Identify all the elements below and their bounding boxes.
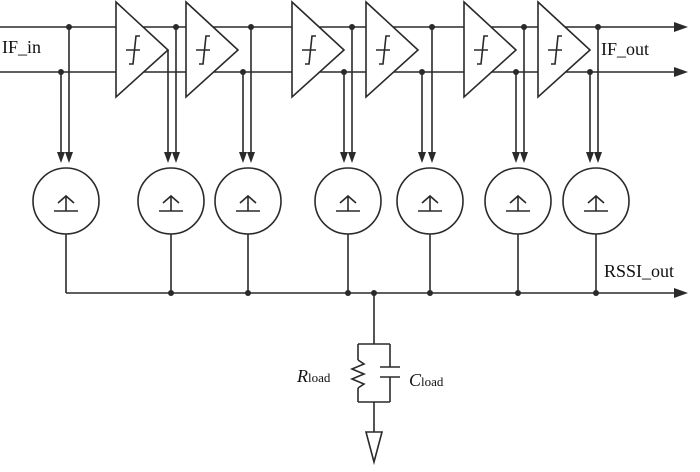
c-load-symbol: C	[409, 370, 422, 390]
c-load-label: Cload	[409, 371, 443, 389]
detector-4	[314, 167, 382, 235]
limiting-amplifier-3	[291, 0, 346, 99]
load-network	[349, 293, 400, 466]
detector-6	[484, 167, 552, 235]
limiter-symbol	[474, 35, 488, 65]
if-out-label: IF_out	[601, 39, 650, 59]
limiter-symbol	[302, 35, 316, 65]
limiting-amplifier-4	[365, 0, 420, 99]
limiter-symbol	[126, 35, 140, 65]
rssi-out-label: RSSI_out	[604, 261, 675, 281]
detector-3	[214, 167, 282, 235]
limiter-symbol	[548, 35, 562, 65]
detector-1	[32, 167, 100, 235]
if-in-label: IF_in	[2, 37, 42, 57]
if-out-bottom-arrowhead	[674, 67, 688, 77]
c-load-subscript: load	[421, 374, 444, 389]
detector-outputs	[65, 234, 599, 296]
limiting-amplifier-6	[537, 0, 592, 99]
detector-2	[137, 167, 205, 235]
limiting-amplifier-5	[463, 0, 518, 99]
ground-symbol	[364, 431, 384, 466]
limiting-amplifier-1	[115, 0, 170, 99]
r-load-subscript: load	[308, 370, 331, 385]
detector-taps	[57, 24, 602, 163]
r-load-label: Rload	[297, 367, 330, 385]
limiter-symbol	[196, 35, 210, 65]
limiter-symbol	[376, 35, 390, 65]
detector-7	[562, 167, 630, 235]
if-out-top-arrowhead	[674, 22, 688, 32]
detector-5	[396, 167, 464, 235]
limiting-amplifier-2	[185, 0, 240, 99]
r-load-symbol: R	[297, 366, 308, 386]
load-resistor	[349, 359, 367, 389]
rssi-out-arrowhead	[674, 288, 688, 298]
